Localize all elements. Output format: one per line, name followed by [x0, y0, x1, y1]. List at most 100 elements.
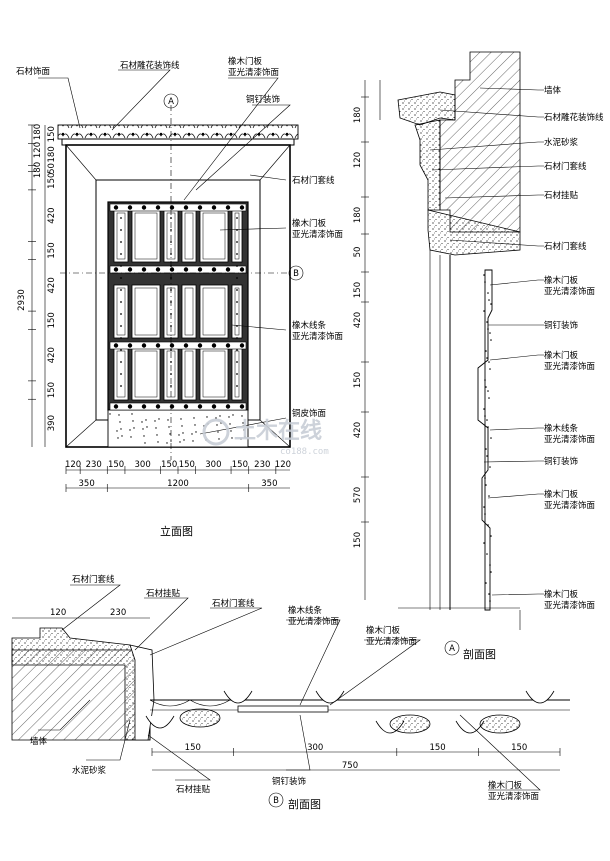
rosette: [239, 205, 245, 210]
section-a-door-profile: [477, 269, 493, 611]
label-oak-strip-b: 亚光清漆饰面: [292, 331, 344, 342]
label-b-mortar: 水泥砂浆: [72, 765, 107, 776]
nail: [170, 253, 172, 255]
dim-left-col: 180: [47, 146, 57, 162]
door-panel-inner: [134, 287, 158, 336]
nail: [170, 241, 172, 243]
texture-dot: [488, 299, 490, 301]
texture-dot: [141, 421, 143, 423]
dim-section-a: 420: [353, 422, 363, 438]
nail: [120, 349, 122, 351]
texture-dot: [154, 420, 156, 422]
texture-dot: [183, 439, 185, 441]
texture-dot: [178, 434, 180, 436]
rosette: [141, 404, 147, 409]
texture-dot: [216, 424, 218, 426]
texture-dot: [489, 564, 491, 566]
label-b-wall: 墙体: [30, 736, 48, 747]
door-panel-inner: [202, 212, 226, 260]
door-rail: [109, 203, 247, 212]
rosette: [127, 205, 133, 210]
texture-dot: [142, 428, 144, 430]
rosette: [155, 205, 161, 210]
texture-dot: [486, 321, 488, 323]
texture-dot: [487, 524, 489, 526]
dim-bottom-row1: 150: [161, 460, 177, 470]
texture-dot: [167, 419, 169, 421]
door-panel: [131, 347, 161, 401]
nail: [120, 325, 122, 327]
door-panel: [181, 347, 197, 401]
label-stone-frame-line: 石材门套线: [292, 175, 335, 186]
texture-dot: [116, 430, 118, 432]
door-rail: [109, 341, 247, 350]
section-marker-b-text: B: [273, 796, 279, 806]
nail: [236, 217, 238, 219]
rosette: [155, 343, 161, 348]
texture-dot: [490, 303, 492, 305]
title-section-a: 剖面图: [463, 647, 496, 661]
texture-dot: [120, 428, 122, 430]
texture-dot: [488, 361, 490, 363]
dim-bottom-row1: 120: [65, 460, 81, 470]
texture-dot: [486, 419, 488, 421]
label-section-a: 石材挂贴: [544, 190, 579, 201]
leader: [483, 460, 544, 463]
label-oak-panel-2: 橡木门板: [292, 218, 327, 229]
texture-dot: [485, 448, 487, 450]
rosette: [197, 205, 203, 210]
label-section-a: 铜钉装饰: [544, 320, 579, 331]
dim-left-top: 120: [33, 142, 43, 158]
door-panel-inner: [234, 350, 240, 398]
rosette: [225, 404, 231, 409]
rosette: [211, 267, 217, 272]
rosette: [141, 205, 147, 210]
rosette: [197, 343, 203, 348]
dim-left-col: 390: [47, 415, 57, 431]
texture-dot: [483, 408, 485, 410]
texture-dot: [484, 513, 486, 515]
dim-b-total: 750: [342, 761, 358, 771]
rosette: [169, 404, 175, 409]
texture-dot: [486, 553, 488, 555]
watermark-sub: co188.com: [280, 447, 329, 457]
dim-section-b: 150: [429, 743, 445, 753]
texture-dot: [240, 438, 242, 440]
texture-dot: [144, 442, 146, 444]
texture-dot: [484, 379, 486, 381]
texture-dot: [483, 542, 485, 544]
texture-dot: [146, 426, 148, 428]
leader: [439, 109, 544, 118]
door-panel: [131, 284, 161, 339]
door-panel: [199, 284, 229, 339]
leader: [431, 165, 544, 171]
title-elevation: 立面图: [160, 524, 193, 538]
section-marker-a-text: A: [449, 644, 455, 654]
dim-b-top-1: 230: [110, 608, 126, 618]
section-b-leaders: [38, 584, 541, 791]
leader: [444, 194, 544, 199]
texture-dot: [157, 441, 159, 443]
texture-dot: [158, 418, 160, 420]
dim-total-height: 2930: [17, 289, 27, 311]
rosette: [127, 343, 133, 348]
texture-dot: [483, 274, 485, 276]
label-b-oak-panel-b: 亚光清漆饰面: [366, 636, 418, 647]
elevation-left-dims: 1801201801501805015042015042015042015039…: [28, 124, 57, 431]
texture-dot: [229, 423, 231, 425]
label-b-hanging-1: 石材挂贴: [146, 588, 181, 599]
carved-cornice: [57, 124, 299, 140]
section-a-texture: [483, 274, 492, 602]
texture-dot: [218, 438, 220, 440]
carved-profile: [223, 690, 253, 704]
rosette: [225, 205, 231, 210]
texture-dot: [483, 310, 485, 312]
label-copper-skin: 铜皮饰面: [292, 408, 327, 419]
section-marker-a-label: A: [168, 97, 174, 107]
door-panel-inner: [184, 350, 194, 398]
nail: [236, 337, 238, 339]
rosette: [169, 343, 175, 348]
door-panel-inner: [134, 212, 158, 260]
nail: [170, 349, 172, 351]
texture-dot: [243, 429, 245, 431]
